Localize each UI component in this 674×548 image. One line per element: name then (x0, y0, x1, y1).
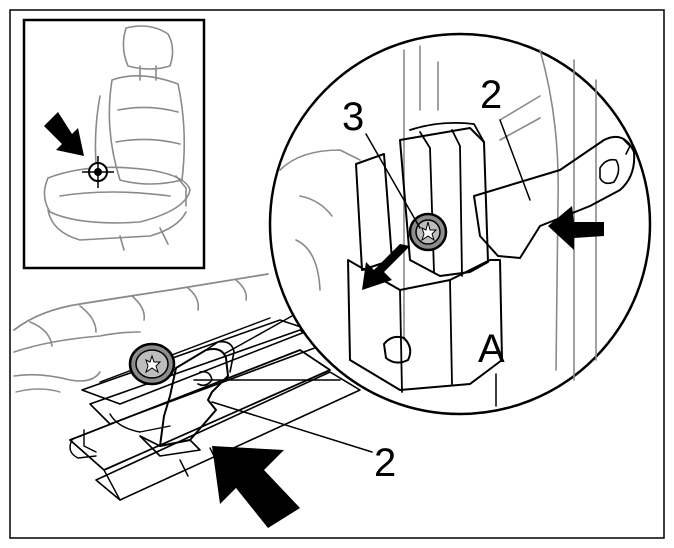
torx-screw-icon (408, 212, 448, 252)
direction-arrow-icon (548, 206, 604, 250)
direction-arrow-icon (212, 446, 300, 528)
callout-label-2-inset: 2 (480, 73, 502, 117)
magnified-detail-inset (268, 32, 652, 416)
direction-arrow-icon (362, 244, 410, 290)
callout-label-3: 3 (342, 95, 364, 139)
torx-screw-icon (128, 342, 176, 386)
callout-label-2-main: 2 (374, 441, 396, 485)
seat-location-icon (82, 156, 114, 188)
direction-arrow-icon (44, 112, 84, 156)
callout-label-a: A (478, 327, 505, 371)
seat-locator-inset (22, 18, 206, 270)
seat-rail-scene (13, 273, 373, 528)
